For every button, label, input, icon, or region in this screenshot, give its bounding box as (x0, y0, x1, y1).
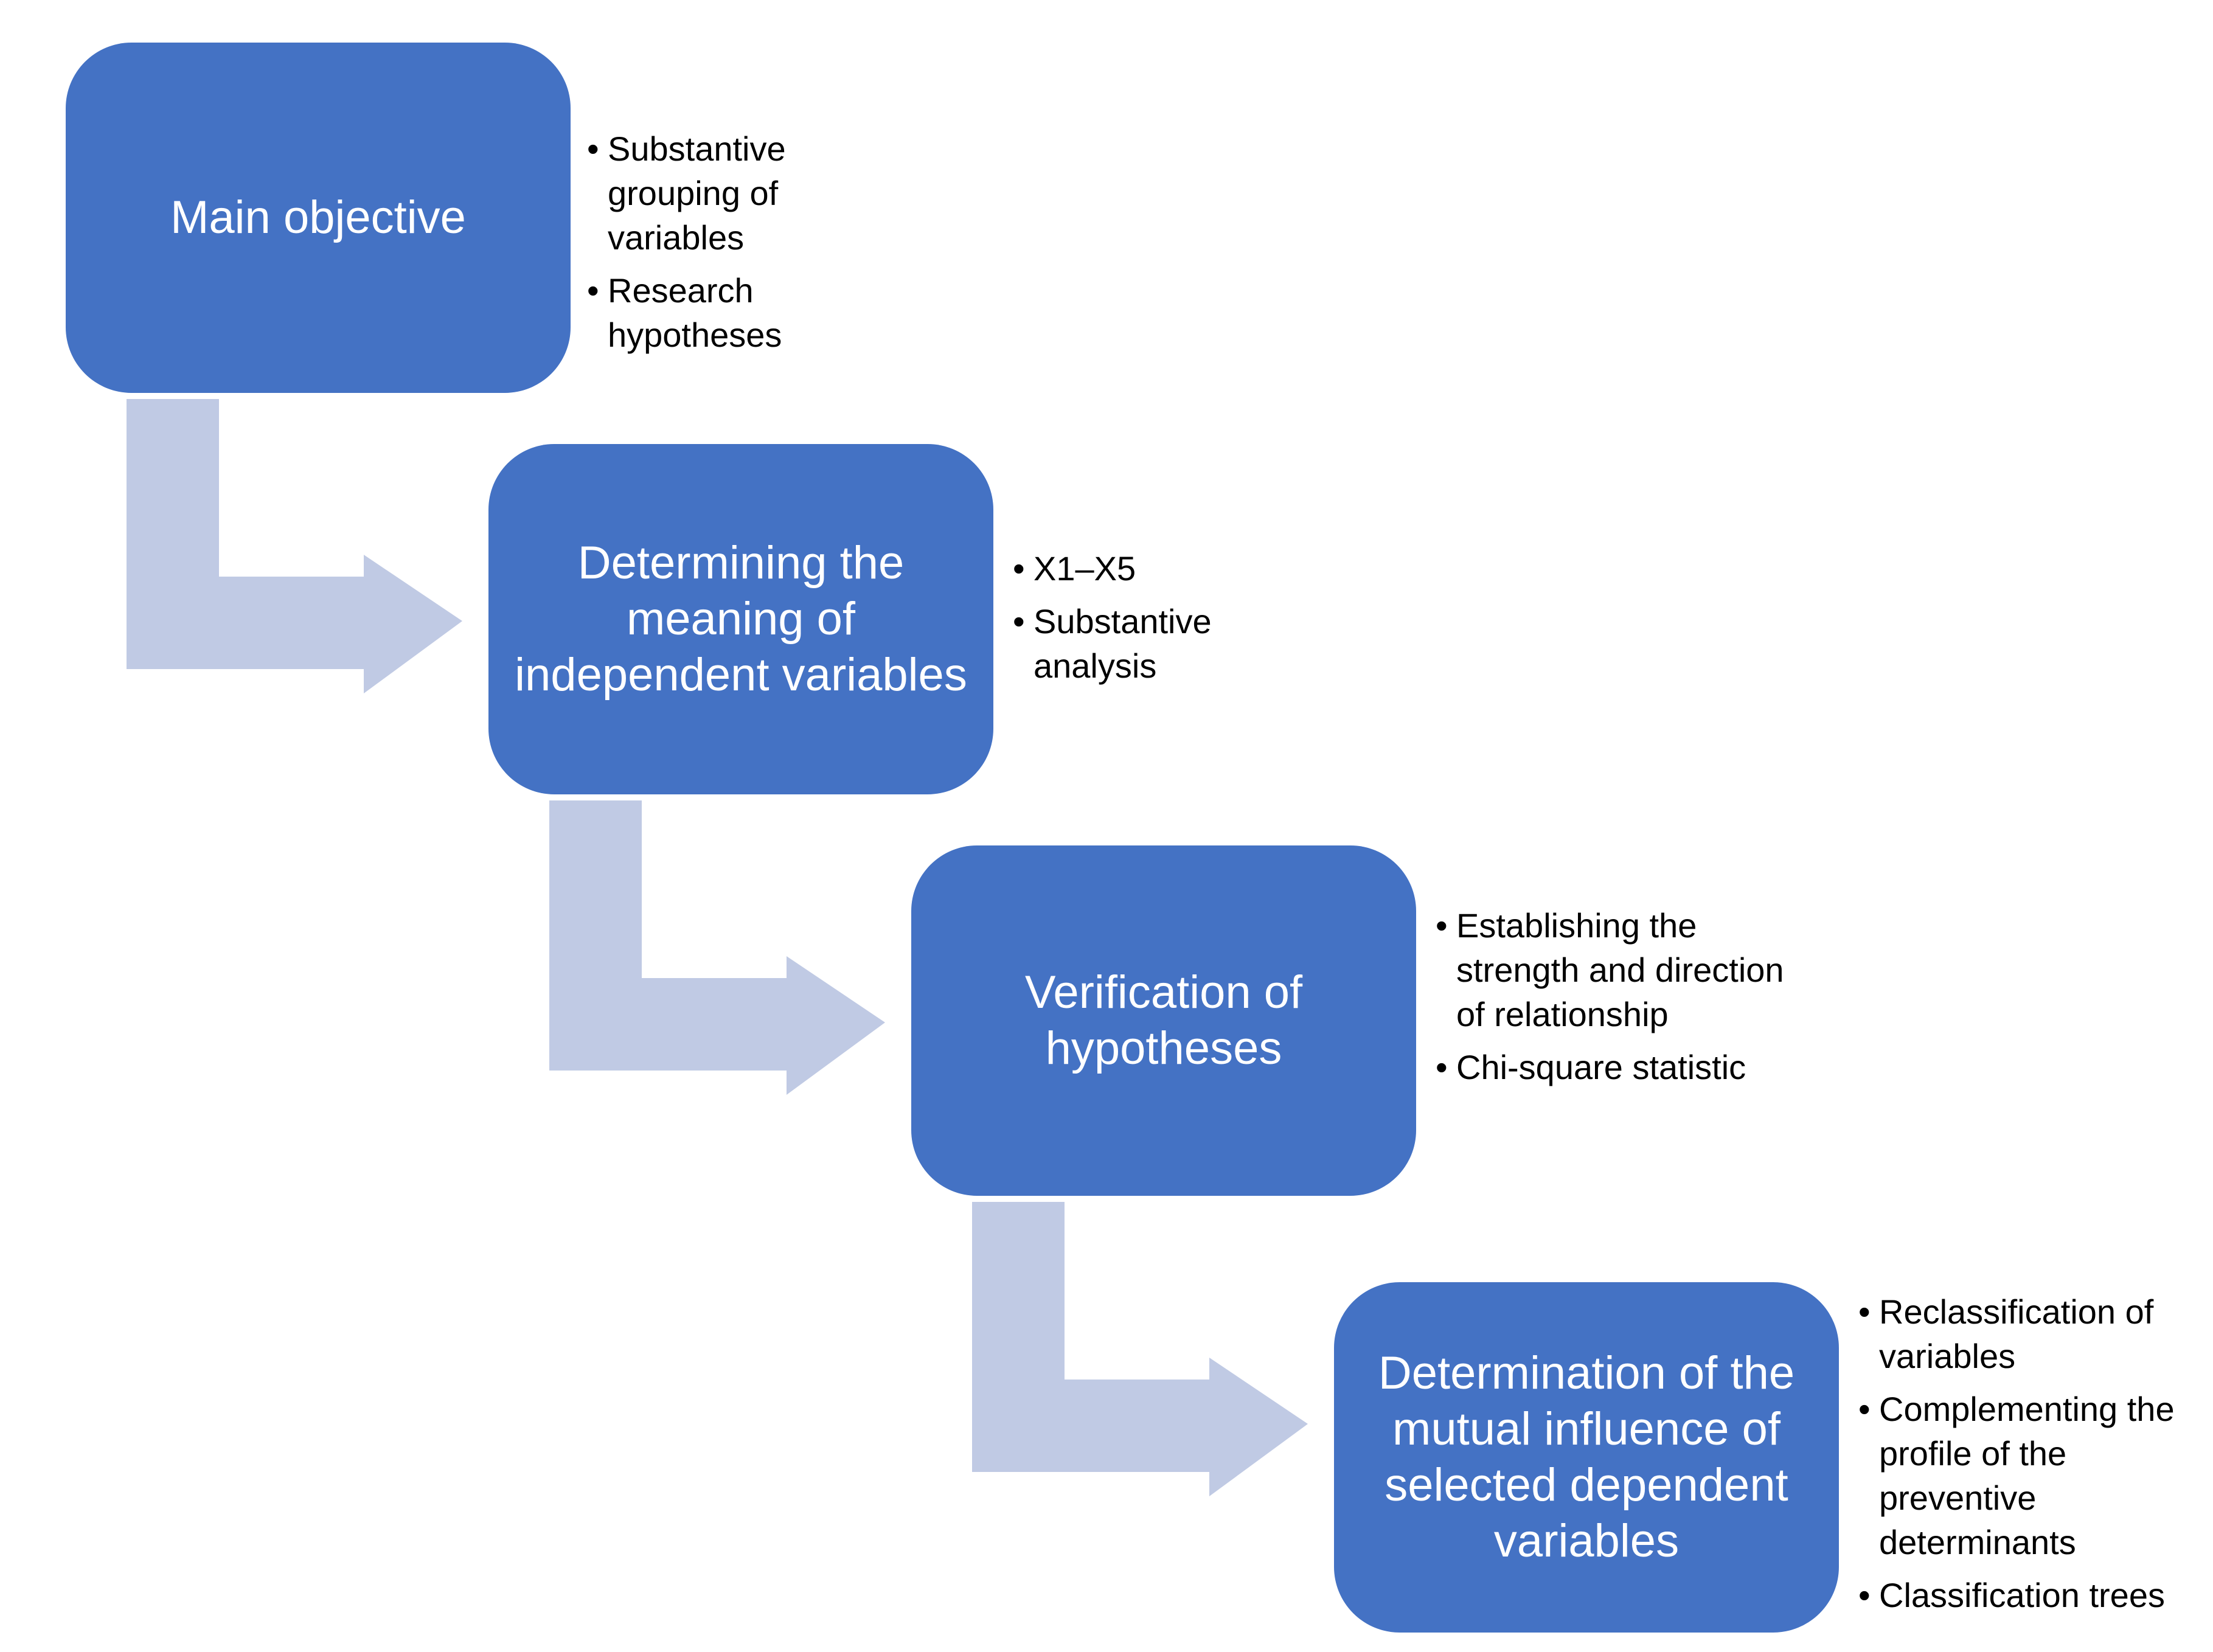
bullet-item: Research hypotheses (587, 268, 842, 357)
bullet-item: Establishing the strength and direction … (1436, 903, 1788, 1036)
step-2-bullet-list: X1–X5 Substantive analysis (1013, 546, 1256, 696)
bent-arrow-2-to-3 (549, 800, 885, 1095)
bent-arrow-3-to-4 (972, 1202, 1308, 1496)
bullet-item: Substantive grouping of variables (587, 127, 842, 260)
bullet-item: Chi-square statistic (1436, 1045, 1788, 1089)
bullet-item: X1–X5 (1013, 546, 1256, 591)
step-4-bullet-list: Reclassification of variables Complement… (1858, 1289, 2205, 1626)
step-3-bullet-list: Establishing the strength and direction … (1436, 903, 1788, 1098)
step-box-mutual-influence: Determination of the mutual influence of… (1334, 1282, 1839, 1633)
bent-arrow-1-to-2 (127, 399, 462, 693)
bullet-item: Substantive analysis (1013, 599, 1256, 688)
bullet-item: Complementing the profile of the prevent… (1858, 1387, 2205, 1564)
bullet-item: Reclassification of variables (1858, 1289, 2205, 1378)
step-box-verification: Verification of hypotheses (911, 845, 1416, 1196)
step-box-main-objective: Main objective (66, 43, 571, 393)
step-label: Determining the meaning of independent v… (515, 537, 967, 701)
step-label: Main objective (170, 192, 466, 243)
bullet-item: Classification trees (1858, 1573, 2205, 1617)
step-box-determining-meaning: Determining the meaning of independent v… (488, 444, 993, 794)
step-label: Determination of the mutual influence of… (1378, 1347, 1795, 1567)
step-1-bullet-list: Substantive grouping of variables Resear… (587, 127, 842, 366)
step-label: Verification of hypotheses (1024, 967, 1303, 1074)
